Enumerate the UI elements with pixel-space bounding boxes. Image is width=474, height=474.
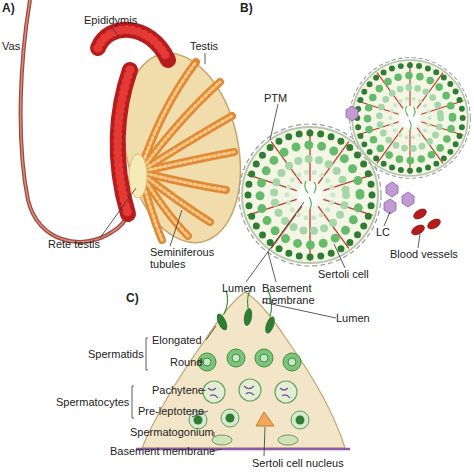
stage-group-label: Spermatids bbox=[88, 348, 144, 360]
blood-vessel bbox=[426, 217, 442, 231]
spermatid-nucleus bbox=[288, 358, 296, 366]
stage-group-label: Spermatocytes bbox=[56, 396, 129, 408]
leader-line bbox=[170, 210, 182, 246]
leader-line bbox=[206, 326, 216, 340]
part-label: PTM bbox=[264, 92, 287, 104]
part-label: Vas bbox=[2, 40, 20, 52]
leader-line bbox=[112, 27, 118, 36]
blood-vessels bbox=[410, 207, 442, 237]
leader-line bbox=[246, 202, 304, 282]
sertoli-nucleus bbox=[256, 412, 274, 426]
chromosomes bbox=[208, 386, 290, 398]
pachytene-spermatocytes bbox=[203, 379, 297, 403]
seminiferous-lobules bbox=[140, 62, 234, 240]
panel-letter: C) bbox=[126, 292, 139, 304]
cell-nucleus bbox=[226, 414, 235, 423]
part-label: Lumen bbox=[336, 312, 370, 324]
part-label: Basement membrane bbox=[262, 282, 322, 306]
leader-line bbox=[268, 252, 276, 282]
leydig-cell bbox=[346, 106, 358, 121]
part-label: Testis bbox=[190, 40, 218, 52]
seminiferous-tubule-section bbox=[350, 58, 471, 179]
leader-line bbox=[100, 188, 136, 238]
epididymis bbox=[98, 30, 168, 214]
stage-label: Spermatogonium bbox=[130, 426, 214, 438]
spermatid-nucleus bbox=[203, 358, 211, 366]
leader-line bbox=[384, 212, 390, 226]
spermatogonium bbox=[278, 435, 298, 445]
leydig-cell bbox=[386, 182, 398, 197]
part-label: Sertoli cell nucleus bbox=[252, 457, 344, 469]
blood-vessel bbox=[412, 207, 428, 221]
leydig-cell bbox=[384, 199, 396, 214]
blood-vessel bbox=[410, 223, 426, 237]
bracket bbox=[146, 338, 148, 370]
leader-line bbox=[418, 234, 420, 248]
stage-label: Round bbox=[170, 356, 202, 368]
lobule-texture bbox=[140, 62, 234, 240]
pachytene-cell bbox=[203, 381, 225, 403]
part-label: Basement membrane bbox=[110, 445, 215, 457]
leader-line bbox=[264, 427, 265, 456]
leydig-cells bbox=[346, 106, 414, 214]
epididymis-coils bbox=[98, 30, 168, 214]
part-label: Seminiferous tubules bbox=[150, 246, 230, 270]
stage-label: Elongated bbox=[152, 334, 202, 346]
part-label: Blood vessels bbox=[390, 248, 458, 260]
panel-letter: A) bbox=[2, 2, 15, 14]
leader-lines-a bbox=[100, 27, 205, 246]
elongated-spermatid bbox=[263, 315, 277, 335]
spermatid-nucleus bbox=[260, 354, 268, 362]
part-label: Lumen bbox=[222, 282, 256, 294]
leydig-cell bbox=[402, 192, 414, 207]
stage-label: Pre-leptotene bbox=[138, 405, 204, 417]
round-spermatid bbox=[255, 349, 273, 367]
panel-letter: B) bbox=[240, 2, 253, 14]
part-label: Sertoli cell bbox=[318, 268, 369, 280]
part-label: Epididymis bbox=[84, 14, 137, 26]
spermatogonium bbox=[212, 435, 232, 445]
stage-label: Pachytene bbox=[152, 384, 204, 396]
round-spermatids bbox=[198, 349, 301, 371]
leader-line bbox=[334, 244, 345, 268]
bracket bbox=[132, 386, 134, 418]
leader-line bbox=[270, 104, 278, 140]
cell-nucleus bbox=[296, 416, 305, 425]
elongated-spermatid bbox=[215, 312, 230, 332]
pachytene-cell bbox=[239, 379, 261, 401]
pachytene-cell bbox=[275, 381, 297, 403]
round-spermatid bbox=[227, 349, 245, 367]
part-label: Rete testis bbox=[48, 238, 100, 250]
sertoli-cell-body bbox=[142, 292, 345, 448]
pre-leptotene-cell bbox=[291, 411, 309, 429]
pre-leptotene-cell bbox=[221, 409, 239, 427]
part-label: LC bbox=[376, 226, 390, 238]
spermatid-nucleus bbox=[232, 354, 240, 362]
round-spermatid bbox=[283, 353, 301, 371]
leader-line bbox=[205, 53, 206, 64]
rete-testis bbox=[129, 154, 147, 198]
elongated-spermatid bbox=[242, 307, 253, 326]
